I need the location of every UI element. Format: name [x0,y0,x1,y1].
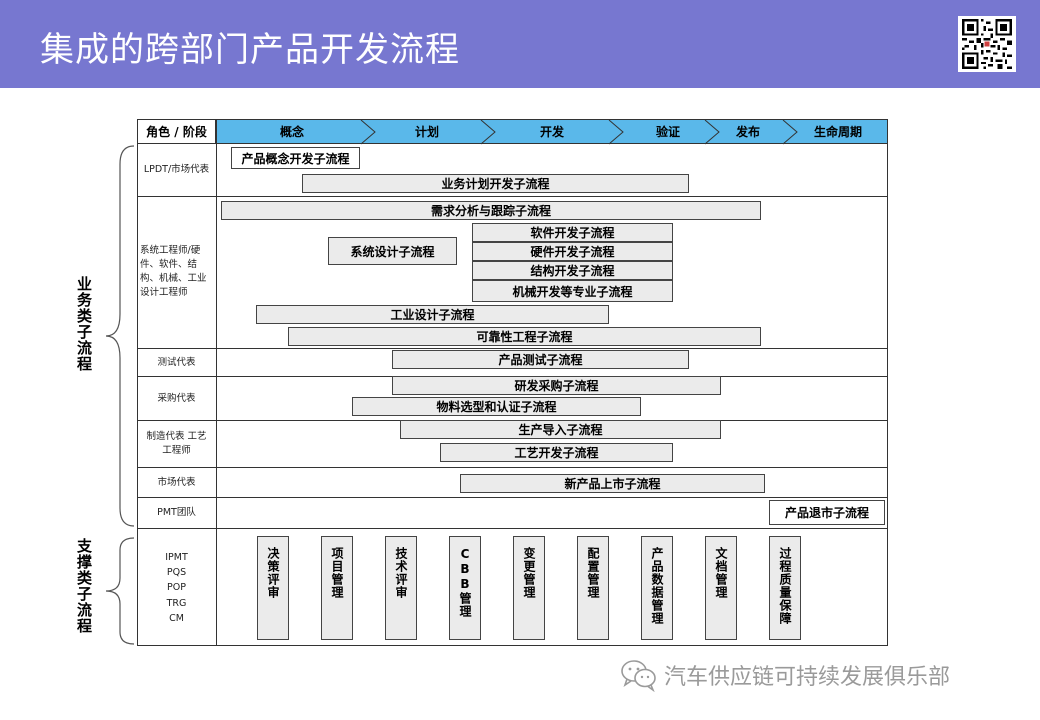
support-project-mgmt: 项目管理 [321,536,353,640]
row-divider [137,348,888,349]
support-change-mgmt: 变更管理 [513,536,545,640]
role-pmt: PMT团队 [157,507,196,519]
role-manufacturing: 制造代表 工艺工程师 [146,431,207,456]
role-system-engineers: 系统工程师/硬件、软件、结构、机械、工业设计工程师 [140,245,207,298]
phase-plan: 计划 [414,125,439,139]
flow-process-dev: 工艺开发子流程 [440,443,673,462]
phase-develop: 开发 [539,125,564,139]
grid-right-line [887,144,888,646]
row-divider [137,467,888,468]
phase-release: 发布 [735,125,760,139]
support-product-data-mgmt: 产品数据管理 [641,536,673,640]
row-divider [137,528,888,529]
phase-arrows [360,120,798,145]
support-process-quality: 过程质量保障 [769,536,801,640]
role-lpdt: LPDT/市场代表 [143,164,210,176]
role-purchase: 采购代表 [157,392,196,404]
role-test: 测试代表 [157,356,196,368]
flow-industrial-design: 工业设计子流程 [256,305,609,324]
phase-concept: 概念 [279,125,304,139]
role-support-teams: IPMT PQS POP TRG CM [165,552,188,624]
grid-bottom-line [137,645,888,646]
flow-product-test: 产品测试子流程 [392,350,689,369]
row-divider [137,196,888,197]
flow-requirements: 需求分析与跟踪子流程 [221,201,761,220]
flow-material-selection: 物料选型和认证子流程 [352,397,641,416]
category-business: 业务类子流程 [75,276,93,372]
flow-rd-purchase: 研发采购子流程 [392,376,721,395]
wechat-icon [621,660,656,692]
qr-code-icon [958,16,1016,72]
flow-product-concept: 产品概念开发子流程 [231,147,360,169]
support-cbb-mgmt: CBB管理 [449,536,481,640]
grid-role-divider [216,144,217,646]
category-support: 支撑类子流程 [75,538,93,634]
phase-verify: 验证 [655,125,680,139]
page-title: 集成的跨部门产品开发流程 [40,30,460,70]
flow-business-plan: 业务计划开发子流程 [302,174,689,193]
support-tech-review: 技术评审 [385,536,417,640]
row-divider [137,497,888,498]
footer-text: 汽车供应链可持续发展俱乐部 [664,665,951,690]
flow-system-design: 系统设计子流程 [328,237,457,265]
flow-software: 软件开发子流程 [472,223,673,242]
role-market: 市场代表 [157,476,196,488]
support-document-mgmt: 文档管理 [705,536,737,640]
support-decision-review: 决策评审 [257,536,289,640]
flow-hardware: 硬件开发子流程 [472,242,673,261]
title-bar: 集成的跨部门产品开发流程 [0,0,1040,88]
role-phase-header: 角色 / 阶段 [137,119,216,144]
support-brace [105,537,135,645]
footer-watermark: 汽车供应链可持续发展俱乐部 [620,658,950,692]
flow-structure: 结构开发子流程 [472,261,673,280]
support-config-mgmt: 配置管理 [577,536,609,640]
flow-new-product-launch: 新产品上市子流程 [460,474,765,493]
phase-lifecycle: 生命周期 [813,125,862,139]
flow-product-retire: 产品退市子流程 [769,500,885,525]
flow-production-intro: 生产导入子流程 [400,420,721,439]
grid-left-line [137,144,138,646]
business-brace [105,145,135,527]
flow-mechanical: 机械开发等专业子流程 [472,280,673,302]
phase-bar: 概念 计划 开发 验证 发布 生命周期 [216,119,888,145]
flow-manufacturability: 可靠性工程子流程 [288,327,761,346]
